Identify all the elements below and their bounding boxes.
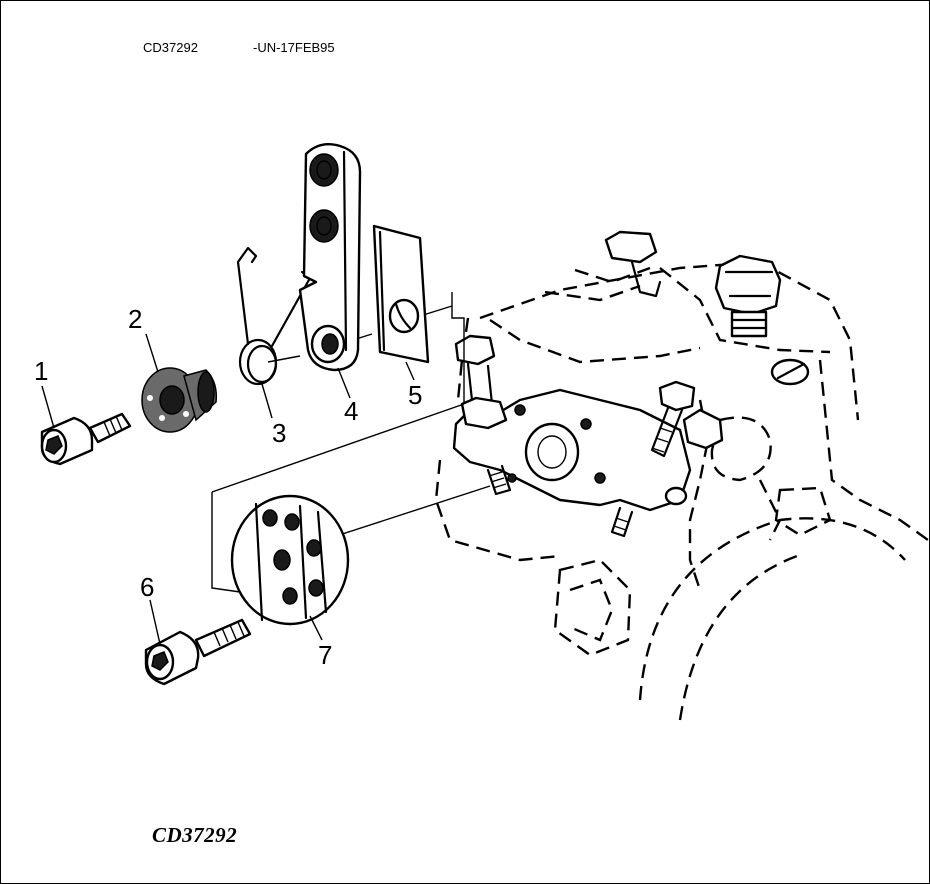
- cover-disc-7-icon: [230, 494, 350, 626]
- torsion-spring-3-icon: [236, 246, 312, 386]
- cap-screw-1-icon: [40, 412, 132, 466]
- callout-leaders: [41, 333, 415, 645]
- header-revision-code: -UN-17FEB95: [253, 40, 335, 55]
- callout-3: 3: [272, 418, 286, 448]
- cap-screw-6-icon: [144, 618, 252, 686]
- footer-image-code: CD37292: [152, 823, 238, 847]
- lever-4-icon: [298, 143, 362, 372]
- callout-6: 6: [140, 572, 154, 602]
- throttle-shaft-housing-icon: [452, 334, 724, 538]
- callout-5: 5: [408, 380, 422, 410]
- banjo-fitting-icon: [604, 230, 810, 386]
- plate-5-icon: [372, 224, 430, 364]
- header-image-code: CD37292: [143, 40, 198, 55]
- callout-2: 2: [128, 304, 142, 334]
- callout-1: 1: [34, 356, 48, 386]
- bushing-2-icon: [141, 367, 218, 433]
- callout-7: 7: [318, 640, 332, 670]
- callout-4: 4: [344, 396, 358, 426]
